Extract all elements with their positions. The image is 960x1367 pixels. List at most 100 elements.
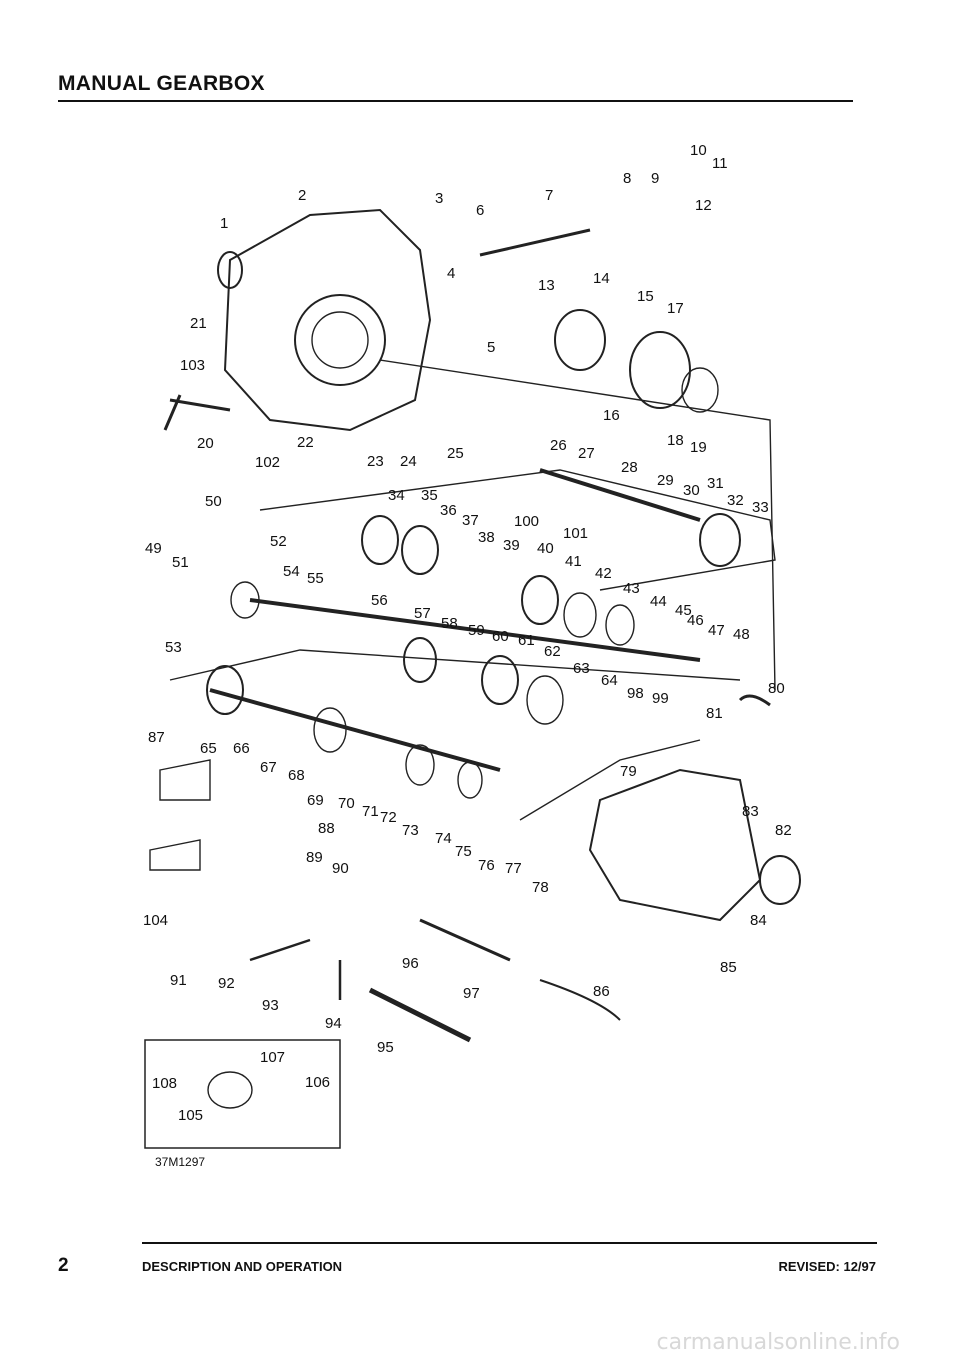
callout-label: 62 bbox=[544, 643, 561, 660]
callout-label: 15 bbox=[637, 288, 654, 305]
section-title: DESCRIPTION AND OPERATION bbox=[142, 1259, 343, 1274]
watermark: carmanualsonline.info bbox=[656, 1330, 900, 1355]
callout-label: 21 bbox=[190, 315, 207, 332]
callout-label: 90 bbox=[332, 860, 349, 877]
callout-label: 22 bbox=[297, 434, 314, 451]
header-divider bbox=[58, 100, 853, 102]
callout-label: 77 bbox=[505, 860, 522, 877]
callout-label: 29 bbox=[657, 472, 674, 489]
callout-label: 53 bbox=[165, 639, 182, 656]
callout-label: 66 bbox=[233, 740, 250, 757]
callout-labels: 1 2 3 4 5 6 7 8 9 10 11 12 13 14 15 16 1… bbox=[143, 142, 792, 1124]
callout-label: 39 bbox=[503, 537, 520, 554]
callout-label: 24 bbox=[400, 453, 417, 470]
callout-label: 1 bbox=[220, 215, 228, 232]
callout-label: 27 bbox=[578, 445, 595, 462]
callout-label: 23 bbox=[367, 453, 384, 470]
callout-label: 81 bbox=[706, 705, 723, 722]
callout-label: 2 bbox=[298, 187, 306, 204]
callout-label: 78 bbox=[532, 879, 549, 896]
revision-date: REVISED: 12/97 bbox=[778, 1259, 876, 1274]
callout-label: 69 bbox=[307, 792, 324, 809]
callout-label: 103 bbox=[180, 357, 205, 374]
callout-label: 41 bbox=[565, 553, 582, 570]
callout-label: 37 bbox=[462, 512, 479, 529]
callout-label: 70 bbox=[338, 795, 355, 812]
callout-label: 108 bbox=[152, 1075, 177, 1092]
callout-label: 76 bbox=[478, 857, 495, 874]
callout-label: 106 bbox=[305, 1074, 330, 1091]
callout-label: 30 bbox=[683, 482, 700, 499]
callout-label: 93 bbox=[262, 997, 279, 1014]
callout-label: 88 bbox=[318, 820, 335, 837]
callout-label: 89 bbox=[306, 849, 323, 866]
callout-label: 44 bbox=[650, 593, 667, 610]
footer-divider bbox=[142, 1242, 877, 1244]
callout-label: 101 bbox=[563, 525, 588, 542]
callout-label: 98 bbox=[627, 685, 644, 702]
callout-label: 49 bbox=[145, 540, 162, 557]
callout-label: 96 bbox=[402, 955, 419, 972]
callout-label: 63 bbox=[573, 660, 590, 677]
callout-label: 33 bbox=[752, 499, 769, 516]
callout-label: 75 bbox=[455, 843, 472, 860]
callout-label: 36 bbox=[440, 502, 457, 519]
callout-label: 79 bbox=[620, 763, 637, 780]
callout-label: 107 bbox=[260, 1049, 285, 1066]
callout-label: 25 bbox=[447, 445, 464, 462]
callout-label: 84 bbox=[750, 912, 767, 929]
callout-label: 104 bbox=[143, 912, 168, 929]
callout-label: 18 bbox=[667, 432, 684, 449]
callout-label: 14 bbox=[593, 270, 610, 287]
callout-label: 97 bbox=[463, 985, 480, 1002]
callout-label: 58 bbox=[441, 615, 458, 632]
callout-label: 55 bbox=[307, 570, 324, 587]
callout-label: 42 bbox=[595, 565, 612, 582]
callout-label: 57 bbox=[414, 605, 431, 622]
callout-label: 28 bbox=[621, 459, 638, 476]
callout-label: 102 bbox=[255, 454, 280, 471]
callout-label: 86 bbox=[593, 983, 610, 1000]
figure-reference: 37M1297 bbox=[155, 1155, 206, 1169]
callout-label: 74 bbox=[435, 830, 452, 847]
callout-label: 10 bbox=[690, 142, 707, 159]
callout-label: 94 bbox=[325, 1015, 342, 1032]
callout-label: 85 bbox=[720, 959, 737, 976]
callout-label: 95 bbox=[377, 1039, 394, 1056]
callout-label: 82 bbox=[775, 822, 792, 839]
callout-label: 31 bbox=[707, 475, 724, 492]
callout-label: 67 bbox=[260, 759, 277, 776]
callout-label: 5 bbox=[487, 339, 495, 356]
callout-label: 38 bbox=[478, 529, 495, 546]
callout-label: 80 bbox=[768, 680, 785, 697]
callout-label: 45 bbox=[675, 602, 692, 619]
callout-label: 35 bbox=[421, 487, 438, 504]
callout-label: 60 bbox=[492, 628, 509, 645]
callout-label: 47 bbox=[708, 622, 725, 639]
callout-label: 52 bbox=[270, 533, 287, 550]
callout-label: 20 bbox=[197, 435, 214, 452]
callout-label: 19 bbox=[690, 439, 707, 456]
callout-label: 46 bbox=[687, 612, 704, 629]
callout-label: 9 bbox=[651, 170, 659, 187]
callout-label: 11 bbox=[712, 155, 728, 172]
callout-label: 43 bbox=[623, 580, 640, 597]
callout-label: 16 bbox=[603, 407, 620, 424]
callout-label: 56 bbox=[371, 592, 388, 609]
callout-label: 65 bbox=[200, 740, 217, 757]
callout-label: 7 bbox=[545, 187, 553, 204]
callout-label: 50 bbox=[205, 493, 222, 510]
callout-label: 12 bbox=[695, 197, 712, 214]
callout-label: 32 bbox=[727, 492, 744, 509]
callout-label: 83 bbox=[742, 803, 759, 820]
callout-label: 72 bbox=[380, 809, 397, 826]
callout-label: 48 bbox=[733, 626, 750, 643]
callout-label: 51 bbox=[172, 554, 189, 571]
callout-label: 64 bbox=[601, 672, 618, 689]
callout-label: 13 bbox=[538, 277, 555, 294]
callout-label: 71 bbox=[362, 803, 379, 820]
callout-label: 26 bbox=[550, 437, 567, 454]
callout-label: 54 bbox=[283, 563, 300, 580]
callout-label: 100 bbox=[514, 513, 539, 530]
